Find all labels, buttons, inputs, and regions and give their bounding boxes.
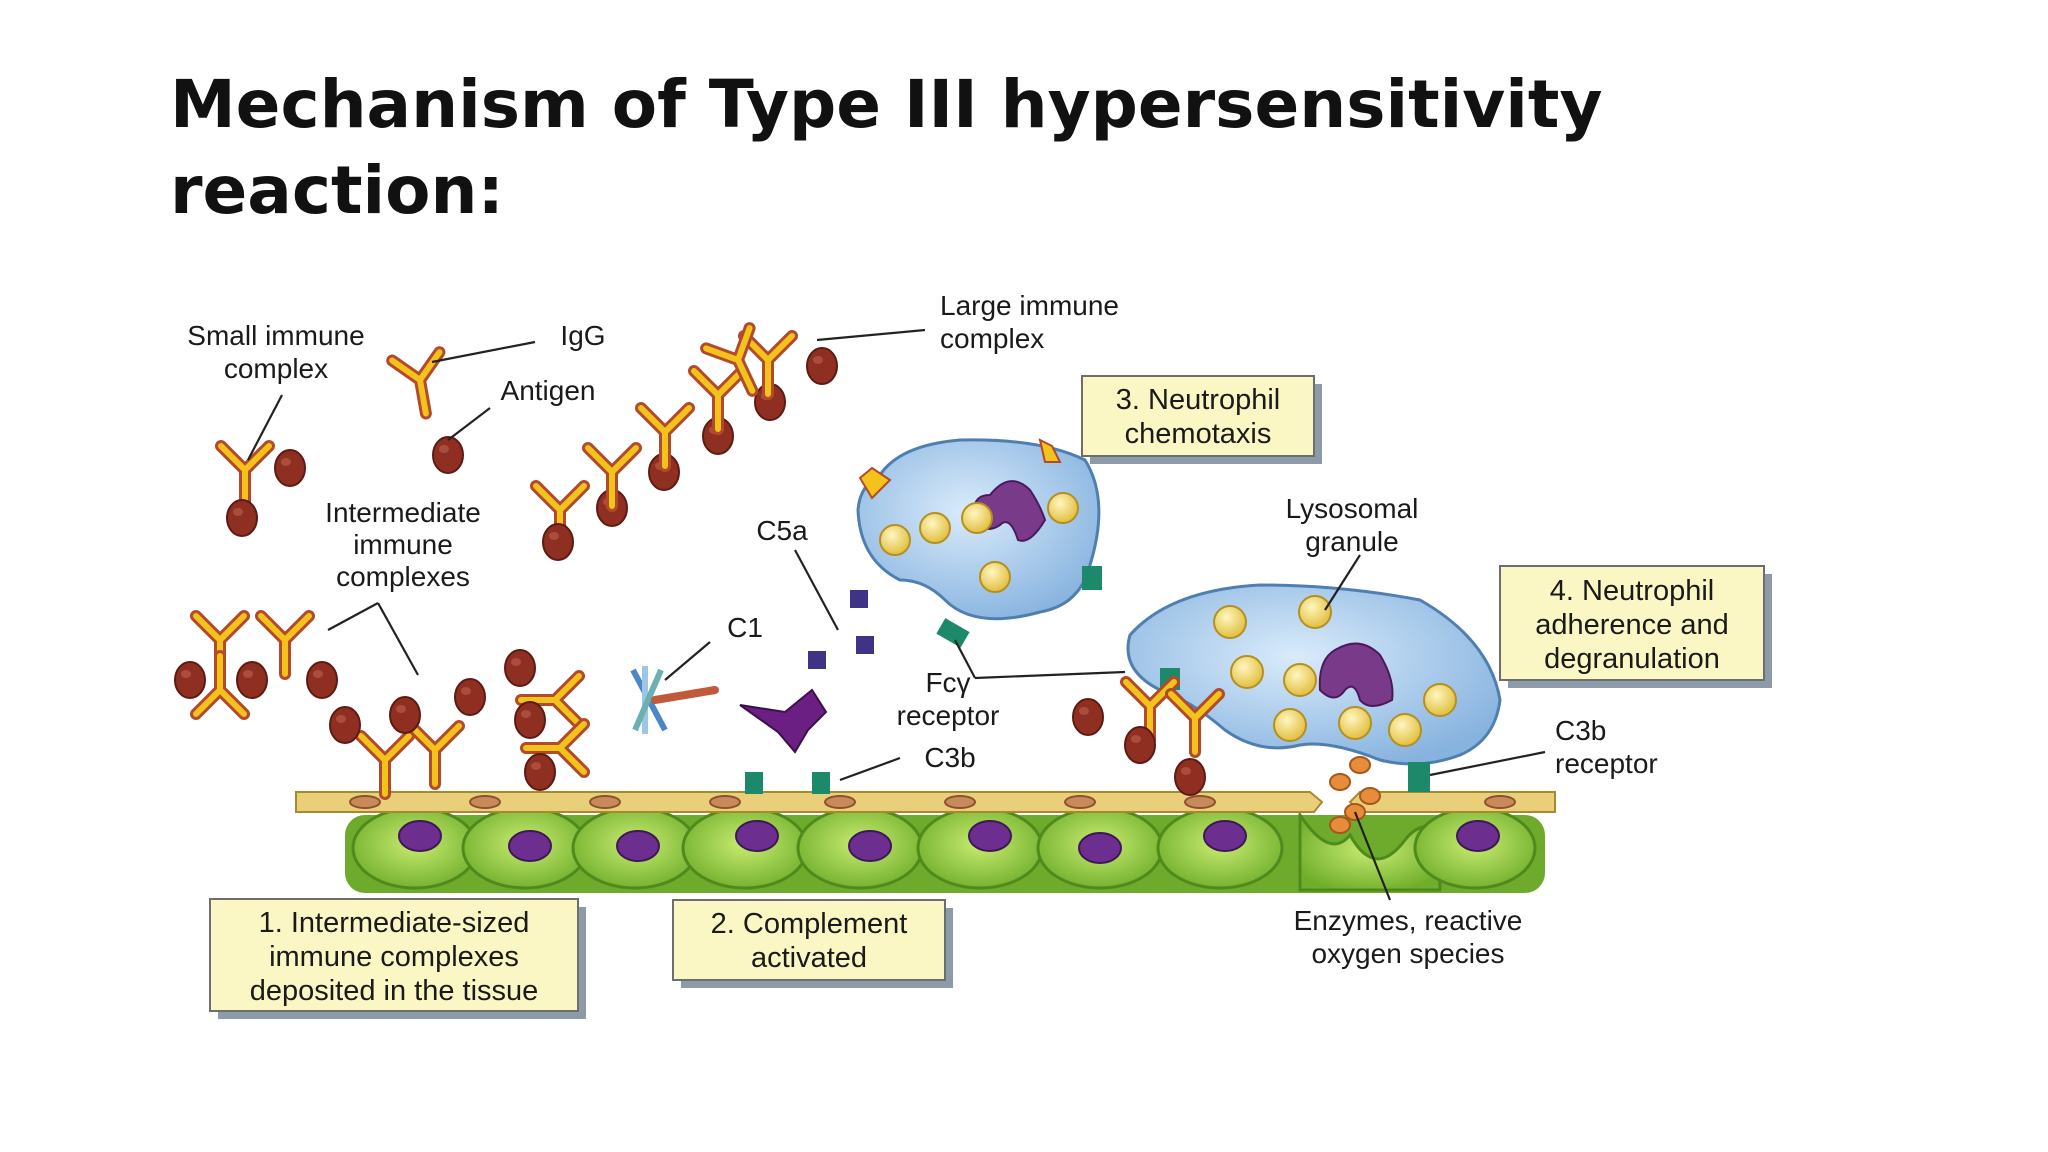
svg-text:Lysosomal: Lysosomal: [1286, 493, 1419, 524]
step-4-box: 4. Neutrophil adherence and degranulatio…: [1499, 565, 1772, 688]
label-lysosomal-granule: Lysosomal granule: [1286, 493, 1419, 557]
neutrophil-chemotaxis: [856, 438, 1102, 648]
step-1-box: 1. Intermediate-sized immune complexes d…: [209, 898, 586, 1019]
c1-complex: [504, 649, 719, 791]
svg-text:oxygen species: oxygen species: [1311, 938, 1504, 969]
svg-text:4. Neutrophil: 4. Neutrophil: [1550, 575, 1714, 607]
label-intermediate-immune-complexes: Intermediate immune complexes: [325, 497, 481, 592]
svg-text:immune complexes: immune complexes: [269, 941, 519, 973]
svg-text:granule: granule: [1305, 526, 1398, 557]
svg-text:immune: immune: [353, 529, 453, 560]
label-c3b: C3b: [924, 742, 975, 773]
svg-text:Fcγ: Fcγ: [925, 667, 970, 698]
svg-text:3. Neutrophil: 3. Neutrophil: [1116, 384, 1280, 416]
label-large-immune-complex: Large immune complex: [940, 290, 1119, 354]
svg-text:C3b: C3b: [1555, 715, 1606, 746]
label-c5a: C5a: [756, 515, 808, 546]
title-line-2: reaction:: [170, 152, 504, 229]
c5a-fragments: [808, 590, 874, 669]
svg-text:2. Complement: 2. Complement: [711, 908, 908, 940]
svg-text:receptor: receptor: [1555, 748, 1658, 779]
basement-membrane: [295, 791, 1556, 813]
svg-text:deposited in the tissue: deposited in the tissue: [250, 975, 539, 1007]
label-fc-receptor: Fcγ receptor: [897, 667, 1000, 731]
svg-text:Enzymes, reactive: Enzymes, reactive: [1294, 905, 1523, 936]
svg-text:adherence and: adherence and: [1535, 609, 1729, 641]
svg-text:Intermediate: Intermediate: [325, 497, 481, 528]
label-c1: C1: [727, 612, 763, 643]
svg-text:chemotaxis: chemotaxis: [1125, 418, 1272, 450]
svg-text:complex: complex: [224, 353, 328, 384]
intermediate-complex-floating: [174, 616, 338, 714]
svg-text:complex: complex: [940, 323, 1044, 354]
step-3-box: 3. Neutrophil chemotaxis: [1081, 375, 1322, 464]
svg-text:Small immune: Small immune: [187, 320, 364, 351]
svg-text:activated: activated: [751, 942, 867, 974]
neutrophil-degranulating: [1126, 583, 1502, 792]
complement-fragment: [739, 688, 828, 754]
slide-title: Mechanism of Type III hypersensitivity r…: [170, 62, 1870, 234]
svg-text:Large immune: Large immune: [940, 290, 1119, 321]
label-igg: IgG: [560, 320, 605, 351]
title-line-1: Mechanism of Type III hypersensitivity: [170, 66, 1603, 143]
label-small-immune-complex: Small immune complex: [187, 320, 364, 384]
svg-text:receptor: receptor: [897, 700, 1000, 731]
svg-text:complexes: complexes: [336, 561, 470, 592]
label-c3b-receptor: C3b receptor: [1555, 715, 1658, 779]
label-enzymes-ros: Enzymes, reactive oxygen species: [1294, 905, 1523, 969]
tissue-cells: [345, 806, 1545, 893]
label-antigen: Antigen: [501, 375, 596, 406]
step-2-box: 2. Complement activated: [672, 899, 953, 988]
intermediate-complex-deposited: [329, 678, 486, 794]
leader-lines: [247, 328, 1546, 901]
svg-text:degranulation: degranulation: [1544, 643, 1720, 675]
c3b-deposits: [745, 772, 830, 794]
svg-text:1. Intermediate-sized: 1. Intermediate-sized: [259, 907, 530, 939]
